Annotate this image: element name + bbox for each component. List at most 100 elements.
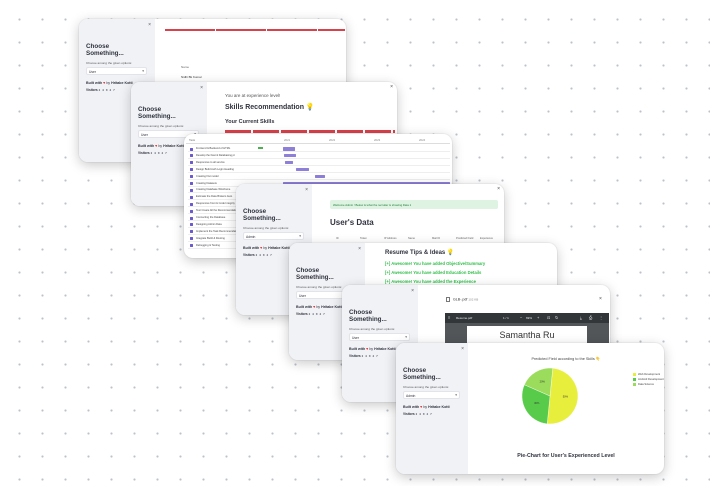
lightbulb-icon: 💡 [446, 250, 455, 256]
gantt-date-label: 2023 [374, 138, 381, 142]
row-checkbox[interactable] [190, 223, 193, 227]
row-checkbox[interactable] [190, 154, 193, 158]
tip-item: [+] Awesome! You have added Objective/Su… [385, 261, 486, 266]
gantt-task-label: Frontend & Backend of HTML [196, 147, 231, 150]
main-area: Predicted Field according to the Skills … [468, 343, 664, 474]
close-icon[interactable]: × [200, 85, 203, 91]
heart-icon: ♥ [155, 144, 158, 148]
table-column-header: Mail ID [432, 237, 441, 240]
tip-item: [+] Awesome! You have added the Experien… [385, 279, 476, 284]
visitors-counter: Visitors 2 4 0 4 7 [138, 151, 167, 155]
admin-notice: Welcome Admin ! Below is what the recrui… [330, 200, 498, 209]
pie-chart: 50%30%20% [521, 367, 579, 425]
heart-icon: ♥ [260, 246, 263, 250]
sidebar-title: Choose Something... [243, 208, 281, 222]
gantt-task-label: Integrate Build & Routing [196, 236, 225, 240]
pie-slice[interactable] [524, 367, 554, 397]
page-title: User's Data [330, 218, 374, 227]
gantt-task-label: Develop the Fast & Databasing pt [196, 153, 235, 157]
main-area: Resume Tips & Ideas 💡 [+] Awesome! You h… [365, 243, 557, 360]
remove-file-icon[interactable]: × [599, 296, 602, 302]
row-checkbox[interactable] [190, 202, 193, 206]
main-area: Name Nidhi Bk Kumar [155, 19, 346, 162]
built-with: Built with ♥ by Hritabe Kotti [243, 246, 290, 250]
row-checkbox[interactable] [190, 244, 193, 248]
select-label: Choose among the given options: [349, 327, 396, 331]
print-icon[interactable]: ⎙ [589, 315, 593, 320]
mode-select[interactable]: User [86, 67, 147, 75]
resume-name: Samantha Ru [499, 330, 555, 340]
gantt-row: Responsive to all service [188, 160, 450, 166]
select-label: Choose among the given options: [86, 61, 133, 65]
more-options-icon[interactable]: ⋮ [599, 315, 603, 320]
mode-select[interactable]: Admin [403, 391, 460, 399]
mode-select[interactable]: Admin [243, 232, 304, 240]
pdf-toolbar: ≡ Resume.pdf 1 / 1 − 69% + ⊡ ↻ ⤓ ⎙ ⋮ [445, 313, 609, 323]
sidebar-title: Choose Something... [296, 267, 334, 281]
gantt-bar[interactable] [283, 147, 295, 151]
row-checkbox[interactable] [190, 237, 193, 241]
skill-tags [225, 130, 395, 133]
table-column-header: ID [336, 237, 339, 240]
lightbulb-icon: 💡 [305, 104, 315, 111]
legend-swatch [633, 382, 636, 386]
row-checkbox[interactable] [190, 161, 193, 165]
row-checkbox[interactable] [190, 209, 193, 213]
row-checkbox[interactable] [190, 175, 193, 179]
sidebar-title: Choose Something... [138, 106, 176, 120]
built-with: Built with ♥ by Hritabe Kotti [403, 405, 450, 409]
table-column-header: Token [360, 237, 367, 240]
gantt-task-label: Responsive front & Code Integrity [196, 202, 235, 206]
legend-label: Android Development [638, 378, 664, 382]
uploaded-file: GLB-.pdf 102 KB [446, 297, 478, 302]
gantt-bar[interactable] [283, 181, 450, 186]
pie-slice[interactable] [546, 367, 579, 425]
experience-question: You are at experience level! [225, 93, 281, 98]
gantt-bar[interactable] [285, 160, 293, 165]
gantt-task-header: Task [189, 138, 196, 142]
close-icon[interactable]: × [305, 187, 308, 193]
close-icon[interactable]: × [411, 288, 414, 294]
legend-item[interactable]: Android Development [633, 377, 664, 382]
download-icon[interactable]: ⤓ [580, 315, 582, 320]
legend-item[interactable]: Data Science [633, 382, 664, 386]
close-icon[interactable]: × [390, 84, 393, 90]
zoom-in-icon[interactable]: + [537, 315, 540, 320]
close-icon[interactable]: × [497, 186, 500, 192]
chart-title: Predicted Field according to the Skills … [531, 357, 601, 361]
zoom-out-icon[interactable]: − [520, 315, 523, 320]
gantt-bar[interactable] [296, 167, 309, 172]
legend-label: Data Science [638, 382, 654, 386]
row-checkbox[interactable] [190, 168, 193, 172]
visitors-counter: Visitors 2 4 0 4 7 [403, 412, 432, 416]
gantt-date-label: 2024 [419, 138, 426, 142]
row-checkbox[interactable] [190, 188, 193, 192]
rotate-icon[interactable]: ↻ [555, 315, 559, 320]
gantt-bar[interactable] [284, 153, 296, 158]
fit-page-icon[interactable]: ⊡ [547, 315, 551, 320]
row-checkbox[interactable] [190, 182, 193, 185]
pie-slice[interactable] [521, 384, 551, 425]
legend-label: Web Development [638, 373, 661, 377]
table-column-header: Experience [480, 237, 493, 240]
gantt-bar[interactable] [315, 174, 325, 179]
gantt-task-label: Creating Datasets [196, 181, 217, 185]
gantt-extra-tag [258, 147, 263, 149]
row-checkbox[interactable] [190, 216, 193, 220]
mode-select[interactable]: User [349, 333, 410, 341]
close-icon[interactable]: × [358, 246, 361, 252]
row-checkbox[interactable] [190, 195, 193, 199]
close-icon[interactable]: × [461, 346, 464, 352]
row-checkbox[interactable] [190, 230, 193, 234]
visitors-counter: Visitors 2 4 0 4 7 [349, 354, 378, 358]
main-area: × You are at experience level! Skills Re… [207, 82, 397, 206]
menu-icon[interactable]: ≡ [448, 315, 451, 320]
legend-swatch [633, 373, 636, 376]
row-checkbox[interactable] [190, 147, 193, 151]
select-label: Choose among the given options: [403, 385, 450, 389]
close-icon[interactable]: × [148, 22, 151, 28]
legend-item[interactable]: Web Development [633, 373, 664, 376]
zoom-level: 69% [526, 316, 533, 320]
gantt-task-label: Design Build Auth Login Heading [196, 167, 234, 171]
sidebar-title: Choose Something... [403, 367, 441, 381]
